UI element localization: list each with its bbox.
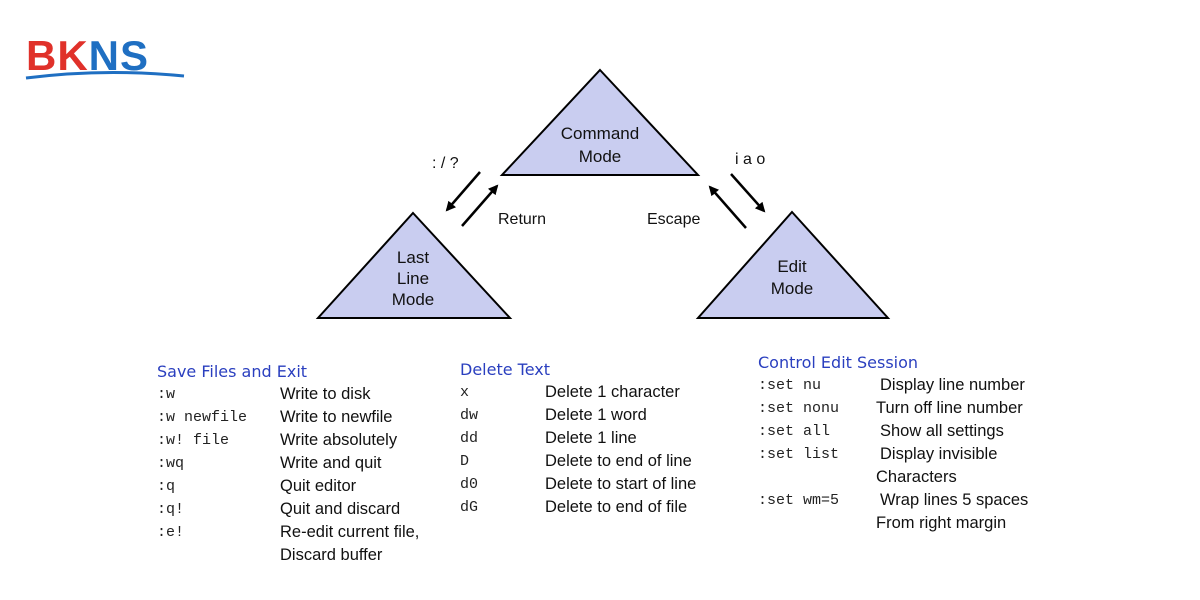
command-code: :set list (758, 446, 840, 463)
command-row: :set all Show all settings (758, 420, 1004, 443)
command-description: Delete 1 character (545, 383, 680, 401)
command-description: Delete to start of line (545, 475, 697, 493)
command-row: D Delete to end of line (460, 450, 692, 473)
command-code: :q! (157, 501, 185, 518)
command-code: d0 (460, 476, 479, 493)
command-description: Delete 1 line (545, 429, 637, 447)
last-line-mode-label-1: Last (397, 248, 429, 267)
command-description: From right margin (876, 514, 1007, 532)
command-description: Re-edit current file, (280, 523, 420, 541)
command-description: Delete to end of line (545, 452, 692, 470)
command-row: :set nonu Turn off line number (758, 397, 1023, 420)
edit-mode-label-1: Edit (777, 257, 807, 276)
command-row: :e! Re-edit current file, (157, 521, 419, 544)
arrow-return (461, 184, 499, 227)
command-code: :set wm=5 (758, 492, 840, 509)
arrow-to-edit (730, 173, 766, 213)
last-line-mode-triangle (315, 211, 513, 319)
command-code: :e! (157, 524, 185, 541)
save-files-section: Save Files and Exit :w Write to disk :w n… (157, 362, 419, 567)
arrow-to-last-line (445, 171, 481, 212)
command-description: Wrap lines 5 spaces (880, 491, 1029, 509)
command-description: Discard buffer (280, 546, 383, 564)
command-row: :set wm=5 Wrap lines 5 spaces (758, 489, 1028, 512)
command-code: :w newfile (157, 409, 248, 426)
command-code: :q (157, 478, 176, 495)
command-description: Quit editor (280, 477, 357, 495)
command-code: :set nonu (758, 400, 840, 417)
command-description: Delete 1 word (545, 406, 647, 424)
edit-mode-label-2: Mode (771, 279, 814, 298)
command-row: dG Delete to end of file (460, 496, 687, 519)
command-row: :wq Write and quit (157, 452, 382, 475)
command-description: Write to newfile (280, 408, 393, 426)
control-edit-title: Control Edit Session (758, 353, 919, 372)
last-line-mode-label-2: Line (397, 269, 429, 288)
return-label: Return (498, 211, 546, 228)
command-code: dG (460, 499, 479, 516)
command-row: :q! Quit and discard (157, 498, 400, 521)
command-row: From right margin (758, 512, 1006, 535)
command-description: Write to disk (280, 385, 371, 403)
command-description: Turn off line number (876, 399, 1023, 417)
save-files-title: Save Files and Exit (157, 362, 308, 381)
command-mode-label-2: Mode (579, 147, 622, 166)
command-description: Show all settings (880, 422, 1004, 440)
last-line-mode-label-3: Mode (392, 290, 435, 309)
command-code: dd (460, 430, 479, 447)
command-row: dd Delete 1 line (460, 427, 637, 450)
to-last-line-label: : / ? (432, 155, 459, 172)
command-description: Write absolutely (280, 431, 398, 449)
command-row: :set nu Display line number (758, 374, 1025, 397)
command-description: Display line number (880, 376, 1025, 394)
command-row: :q Quit editor (157, 475, 356, 498)
command-row: Discard buffer (157, 544, 382, 567)
command-description: Delete to end of file (545, 498, 688, 516)
to-edit-label: i a o (735, 151, 765, 168)
command-description: Display invisible (880, 445, 998, 463)
command-description: Quit and discard (280, 500, 401, 518)
command-code: :set nu (758, 377, 822, 394)
command-row: d0 Delete to start of line (460, 473, 696, 496)
command-row: :w newfile Write to newfile (157, 406, 393, 429)
escape-label: Escape (647, 211, 700, 228)
command-row: :w Write to disk (157, 383, 370, 406)
command-code: :w! file (157, 432, 230, 449)
command-row: x Delete 1 character (460, 381, 680, 404)
vi-modes-diagram: Command Mode Last Line Mode Edit Mode : … (315, 68, 891, 319)
command-code: x (460, 384, 470, 401)
bkns-logo: BKNS (24, 30, 194, 90)
command-code: dw (460, 407, 479, 424)
logo-text-bk: BK (26, 32, 89, 79)
command-description: Write and quit (280, 454, 382, 472)
command-code: :set all (758, 423, 831, 440)
command-mode-label-1: Command (561, 124, 639, 143)
command-row: :w! file Write absolutely (157, 429, 397, 452)
command-description: Characters (876, 468, 957, 486)
command-row: dw Delete 1 word (460, 404, 647, 427)
command-code: D (460, 453, 470, 470)
control-edit-section: Control Edit Session :set nu Display line… (758, 353, 1028, 535)
command-row: Characters (758, 466, 957, 489)
delete-text-title: Delete Text (460, 360, 551, 379)
command-code: :w (157, 386, 176, 403)
command-code: :wq (157, 455, 185, 472)
edit-mode-triangle (695, 210, 891, 319)
command-row: :set list Display invisible (758, 443, 997, 466)
logo-swoosh (25, 70, 185, 80)
arrow-escape (708, 185, 747, 229)
command-mode-triangle (499, 68, 701, 176)
